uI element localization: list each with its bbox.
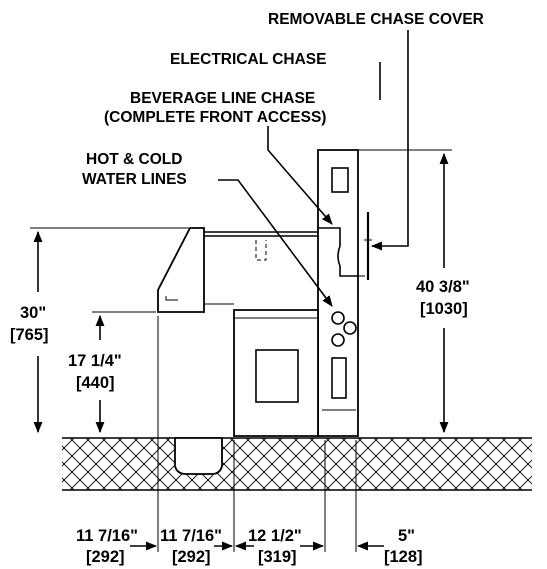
dim-horiz-4-imperial: 5": [398, 527, 415, 545]
callout-electrical-chase: ELECTRICAL CHASE: [170, 51, 326, 68]
dim-counter-height: [30, 227, 190, 434]
counter-housing: [157, 227, 318, 313]
dim-counter-height-imperial: 30": [20, 304, 46, 322]
callout-removable-chase-cover: REMOVABLE CHASE COVER: [268, 11, 484, 28]
dim-base-height-imperial: 17 1/4": [68, 352, 122, 370]
callout-complete-front-access: (COMPLETE FRONT ACCESS): [104, 109, 326, 126]
dim-overall-height: [362, 149, 452, 434]
dim-base-height-metric: [440]: [76, 374, 115, 392]
dim-horiz-3-metric: [319]: [258, 548, 297, 566]
sink-bowl: [174, 437, 223, 475]
dim-horiz-2-imperial: 11 7/16": [160, 527, 222, 545]
callout-water-lines: WATER LINES: [82, 171, 187, 188]
leader-lines: [218, 30, 409, 307]
dim-base-height: [92, 311, 156, 434]
callout-beverage-line-chase: BEVERAGE LINE CHASE: [130, 90, 315, 107]
dim-horiz-3-imperial: 12 1/2": [248, 527, 302, 545]
callout-hot-cold: HOT & COLD: [86, 151, 182, 168]
dim-horizontal: [130, 316, 384, 552]
dim-overall-height-metric: [1030]: [420, 300, 468, 318]
dim-counter-height-metric: [765]: [10, 326, 49, 344]
dim-horiz-1-imperial: 11 7/16": [76, 527, 138, 545]
base-cabinet: [233, 309, 319, 437]
dim-overall-height-imperial: 40 3/8": [416, 278, 470, 296]
floor-ground: [62, 437, 532, 491]
dim-horiz-2-metric: [292]: [172, 548, 211, 566]
dim-horiz-4-metric: [128]: [384, 548, 423, 566]
dim-horiz-1-metric: [292]: [86, 548, 125, 566]
